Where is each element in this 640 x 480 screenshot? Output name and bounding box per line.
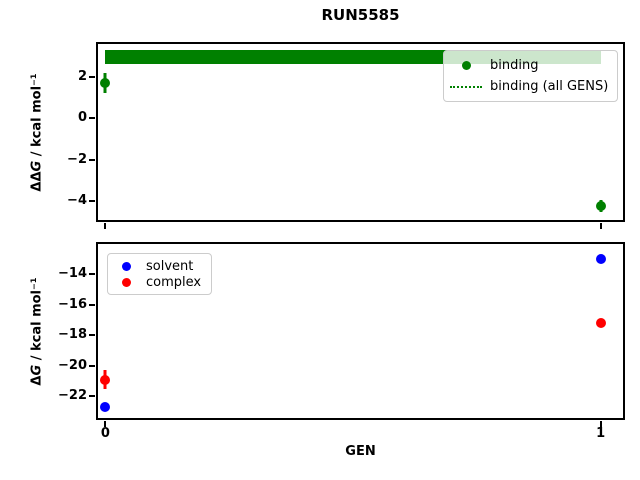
legend-sample [448,85,484,88]
legend-entry-binding-all-gens: binding (all GENS) [448,76,610,97]
y-tick-mark [89,395,95,398]
y-tick-label: −4 [67,193,87,209]
y-tick-mark [89,199,95,202]
legend-sample [112,277,140,287]
dotted-line-icon [450,85,482,88]
x-tick-mark [599,223,602,229]
y-tick-label: −18 [58,327,87,343]
ylabel-prefix: ΔΔ [29,170,45,192]
y-tick-mark [89,75,95,78]
x-tick-mark [104,223,107,229]
ylabel-units: / kcal mol⁻¹ [29,276,45,365]
legend-label-complex: complex [146,274,202,290]
bottom-ylabel-wrap: ΔG / kcal mol⁻¹ [26,244,48,418]
bottom-ylabel: ΔG / kcal mol⁻¹ [30,277,45,385]
plot-title: RUN5585 [321,6,400,24]
x-tick-label: 1 [596,426,606,441]
legend-entry-complex: complex [112,274,204,290]
y-tick-label: −22 [58,388,87,404]
binding-point [595,201,606,212]
top-ylabel-wrap: ΔΔG / kcal mol⁻¹ [26,44,48,220]
y-tick-label: 2 [77,68,87,84]
ylabel-prefix: Δ [29,375,45,386]
y-tick-label: −20 [58,358,87,374]
solvent-dot-icon [121,261,131,271]
ylabel-units: / kcal mol⁻¹ [29,72,45,161]
top-legend: binding binding (all GENS) [443,50,618,102]
y-tick-mark [89,334,95,337]
solvent-point [595,253,606,264]
x-tick-mark [599,421,602,427]
y-tick-label: −2 [67,151,87,167]
legend-sample [112,261,140,271]
y-tick-label: −16 [58,296,87,312]
ylabel-symbol: G [29,160,45,171]
binding-dot-icon [461,61,471,70]
y-tick-label: −14 [58,266,87,282]
top-axes: ΔΔG / kcal mol⁻¹ binding binding (all GE… [30,42,625,229]
solvent-point [100,402,111,413]
y-tick-mark [89,117,95,120]
y-tick-label: 0 [77,110,87,126]
legend-entry-solvent: solvent [112,258,204,274]
top-ylabel: ΔΔG / kcal mol⁻¹ [30,73,45,191]
y-tick-mark [89,303,95,306]
complex-dot-icon [121,277,131,287]
y-tick-mark [89,364,95,367]
x-tick-label: 0 [100,426,110,441]
bottom-axes: ΔG / kcal mol⁻¹ solvent complex GEN −14 −… [30,242,625,459]
complex-point [100,374,111,385]
bottom-plot-area [98,244,623,418]
y-tick-mark [89,273,95,276]
complex-point [595,318,606,329]
bottom-legend: solvent complex [107,253,212,295]
legend-label-binding-all-gens: binding (all GENS) [490,79,609,94]
x-axis-label: GEN [345,444,376,459]
legend-label-binding: binding [490,58,539,73]
legend-sample [448,61,484,70]
x-tick-mark [104,421,107,427]
y-tick-mark [89,158,95,161]
ylabel-symbol: G [29,364,45,376]
legend-label-solvent: solvent [146,258,194,274]
binding-point [100,77,111,88]
legend-entry-binding: binding [448,55,610,76]
